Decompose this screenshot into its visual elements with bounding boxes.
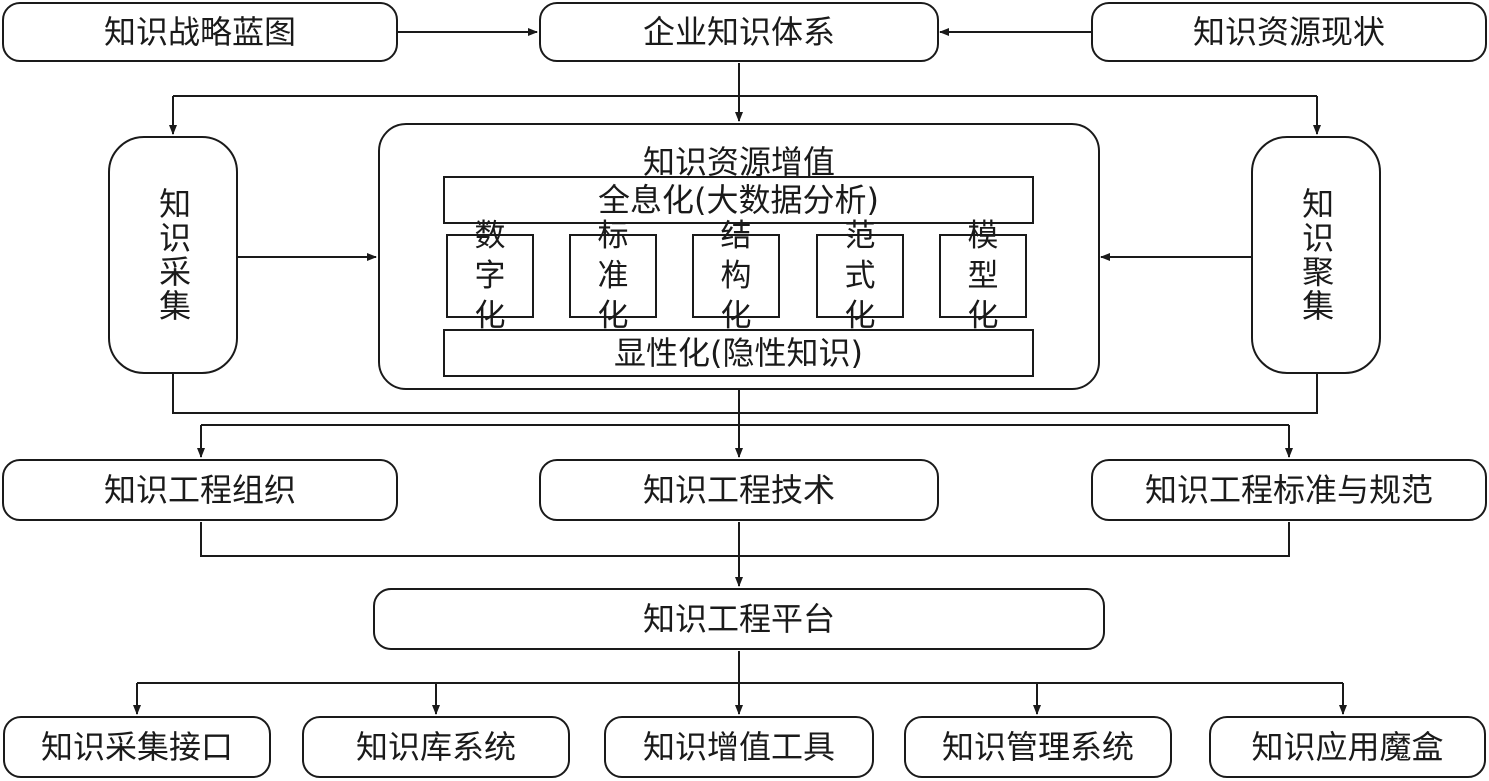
- value-add-title: 知识资源增值: [642, 143, 835, 181]
- step-5: 模型化: [939, 218, 1027, 334]
- step-4: 范式化: [816, 218, 904, 334]
- node-bottom-3: 知识增值工具: [604, 716, 874, 778]
- eng-organization-label: 知识工程组织: [103, 471, 296, 509]
- node-bottom-5: 知识应用魔盒: [1209, 716, 1486, 778]
- node-explicit: 显性化(隐性知识): [443, 329, 1034, 377]
- node-collect-label: 知识采集: [154, 187, 193, 323]
- node-bottom-4: 知识管理系统: [904, 716, 1172, 778]
- bottom-1-label: 知识采集接口: [40, 728, 233, 766]
- platform-label: 知识工程平台: [642, 600, 835, 638]
- node-system: 企业知识体系: [539, 2, 939, 62]
- step-1: 数字化: [446, 218, 534, 334]
- bottom-4-label: 知识管理系统: [941, 728, 1134, 766]
- step-4-label: 范式化: [844, 217, 876, 335]
- step-2: 标准化: [569, 218, 657, 334]
- explicit-label: 显性化(隐性知识): [614, 334, 863, 372]
- bottom-3-label: 知识增值工具: [642, 728, 835, 766]
- step-1-label: 数字化: [474, 217, 506, 335]
- node-strategy-label: 知识战略蓝图: [103, 13, 296, 51]
- full-info-label: 全息化(大数据分析): [598, 181, 879, 219]
- merge-line-engineering: [200, 522, 1290, 557]
- node-aggregate-label: 知识聚集: [1297, 187, 1336, 323]
- node-bottom-2: 知识库系统: [302, 716, 570, 778]
- node-status-label: 知识资源现状: [1192, 13, 1385, 51]
- eng-standards-label: 知识工程标准与规范: [1144, 471, 1433, 509]
- node-bottom-1: 知识采集接口: [3, 716, 271, 778]
- node-eng-standards: 知识工程标准与规范: [1091, 459, 1487, 521]
- node-aggregate: 知识聚集: [1251, 136, 1381, 374]
- node-platform: 知识工程平台: [373, 588, 1105, 650]
- node-strategy: 知识战略蓝图: [2, 2, 398, 62]
- step-5-label: 模型化: [967, 217, 999, 335]
- bottom-5-label: 知识应用魔盒: [1251, 728, 1444, 766]
- node-status: 知识资源现状: [1091, 2, 1487, 62]
- node-full-info: 全息化(大数据分析): [443, 176, 1034, 224]
- eng-technology-label: 知识工程技术: [642, 471, 835, 509]
- merge-line-middle: [172, 374, 1318, 414]
- bottom-2-label: 知识库系统: [355, 728, 516, 766]
- step-3: 结构化: [692, 218, 780, 334]
- node-eng-technology: 知识工程技术: [539, 459, 939, 521]
- node-system-label: 企业知识体系: [642, 13, 835, 51]
- node-collect: 知识采集: [108, 136, 238, 374]
- step-3-label: 结构化: [720, 217, 752, 335]
- node-eng-organization: 知识工程组织: [2, 459, 398, 521]
- step-2-label: 标准化: [597, 217, 629, 335]
